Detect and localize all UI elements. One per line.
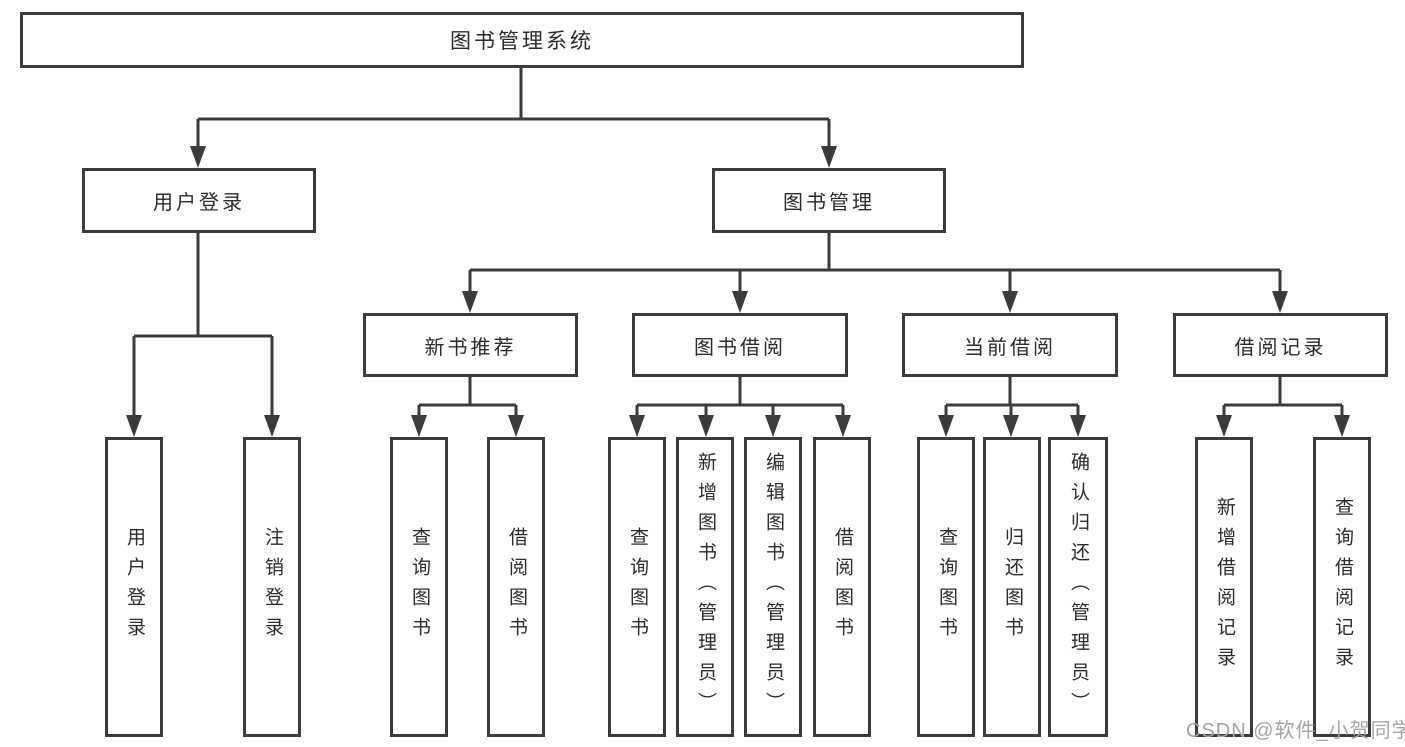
- node-label: 查询图书: [936, 527, 957, 647]
- node-box-query-borrow-record: 查询借阅记录: [1313, 437, 1371, 737]
- node-label: 图书借阅: [694, 336, 786, 359]
- node-label: 图书管理: [783, 192, 875, 214]
- node-box-current-borrow: 当前借阅: [902, 313, 1118, 377]
- node-label: 注销登录: [262, 527, 283, 647]
- node-box-edit-book-admin: 编辑图书（管理员）: [744, 437, 802, 737]
- node-label: 借阅图书: [832, 527, 853, 647]
- node-label: 新增图书（管理员）: [695, 452, 716, 722]
- node-label: 确认归还（管理员）: [1068, 452, 1089, 722]
- node-box-book-borrow: 图书借阅: [632, 313, 848, 377]
- node-label: 用户登录: [124, 527, 145, 647]
- node-label: 归还图书: [1002, 527, 1023, 647]
- node-label: 用户登录: [153, 192, 245, 214]
- node-box-query-book-3: 查询图书: [917, 437, 975, 737]
- node-box-new-book-recommend: 新书推荐: [363, 313, 578, 377]
- node-box-add-borrow-record: 新增借阅记录: [1195, 437, 1253, 737]
- node-label: 新增借阅记录: [1214, 497, 1235, 677]
- node-box-logout: 注销登录: [243, 437, 301, 737]
- node-box-query-book-1: 查询图书: [390, 437, 448, 737]
- node-box-user-login-leaf: 用户登录: [105, 437, 163, 737]
- node-box-return-book: 归还图书: [983, 437, 1041, 737]
- node-label: 新书推荐: [424, 336, 517, 359]
- node-label: 图书管理系统: [450, 30, 594, 53]
- node-box-library-system: 图书管理系统: [20, 12, 1024, 68]
- node-box-user-login: 用户登录: [82, 168, 316, 233]
- node-label: 查询借阅记录: [1332, 497, 1353, 677]
- node-box-query-book-2: 查询图书: [608, 437, 666, 737]
- node-box-borrow-book-1: 借阅图书: [487, 437, 545, 737]
- node-box-add-book-admin: 新增图书（管理员）: [676, 437, 734, 737]
- node-label: 当前借阅: [964, 336, 1056, 359]
- node-box-confirm-return-admin: 确认归还（管理员）: [1048, 437, 1108, 737]
- node-label: 借阅记录: [1234, 336, 1327, 359]
- node-box-book-management: 图书管理: [712, 168, 946, 233]
- watermark-text: CSDN @软件_小贺同学: [1186, 720, 1405, 742]
- node-label: 查询图书: [627, 527, 648, 647]
- node-label: 查询图书: [409, 527, 430, 647]
- node-box-borrow-book-2: 借阅图书: [813, 437, 871, 737]
- node-label: 编辑图书（管理员）: [763, 452, 784, 722]
- node-box-borrow-records: 借阅记录: [1173, 313, 1388, 377]
- csdn-watermark: CSDN @软件_小贺同学: [1186, 714, 1405, 743]
- node-label: 借阅图书: [506, 527, 527, 647]
